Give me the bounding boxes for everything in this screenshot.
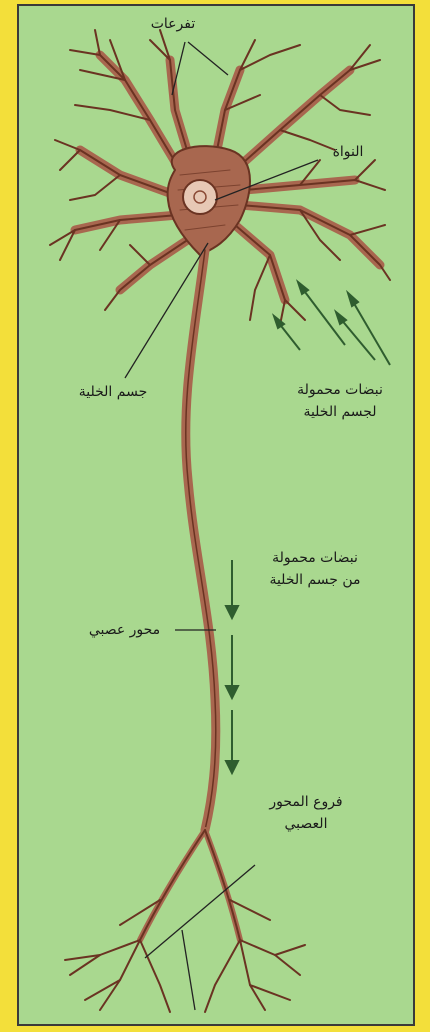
impulses-from-cell-body-label: نبضات محمولة من جسم الخلية (240, 548, 390, 591)
cell-body-label: جسم الخلية (58, 382, 168, 404)
axon-label: محور عصبي (72, 620, 177, 642)
nucleus-shape (183, 180, 217, 214)
axon-branches-label: فروع المحور العصبي (236, 792, 376, 835)
nucleus-label: النواة (308, 142, 388, 164)
impulses-to-cell-body-label: نبضات محمولة لجسم الخلية (280, 380, 400, 423)
dendrites-label: تفرعات (128, 14, 218, 36)
